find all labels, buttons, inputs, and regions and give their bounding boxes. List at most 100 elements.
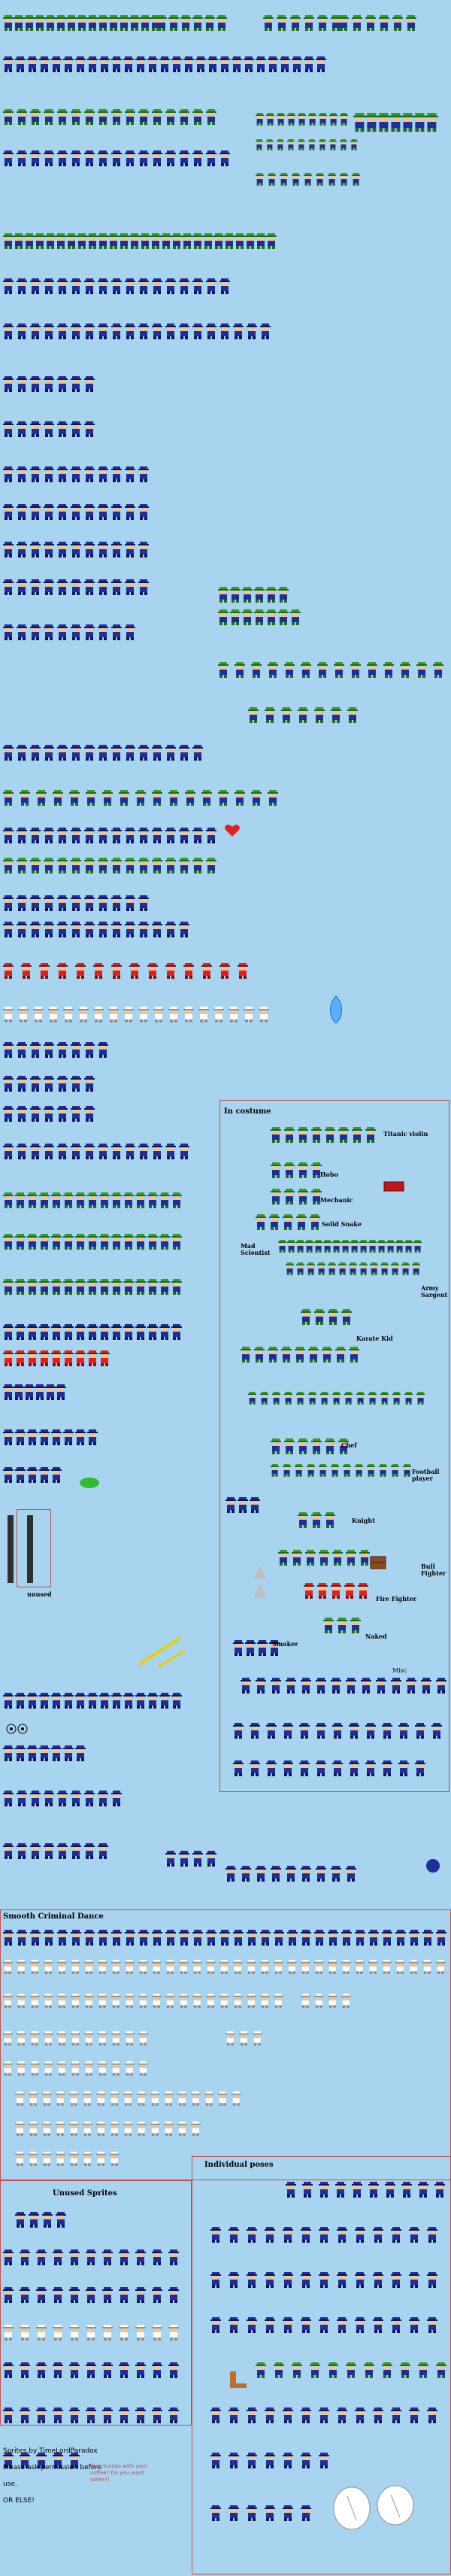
- shadow-luigi-sprite-icon: [71, 421, 81, 437]
- luigi-sprite-icon: [352, 15, 362, 31]
- red-sprite-icon: [201, 963, 212, 979]
- red-sprite-icon: [51, 1350, 62, 1366]
- shadow-luigi-sprite-icon: [63, 1693, 74, 1709]
- shadow-luigi-sprite-icon: [84, 1930, 95, 1946]
- luigi-sprite-icon: [380, 1392, 389, 1405]
- shadow-luigi-sprite-icon: [17, 324, 27, 339]
- shadow-luigi-sprite-icon: [98, 1042, 108, 1058]
- luigi-sprite-icon: [325, 1512, 335, 1528]
- white-sprite-icon: [98, 1994, 107, 2008]
- white-sprite-icon: [86, 2325, 96, 2341]
- luigi-sprite-icon: [284, 1438, 295, 1454]
- shadow-luigi-sprite-icon: [71, 828, 81, 843]
- shadow-luigi-sprite-icon: [427, 2227, 437, 2243]
- shadow-luigi-sprite-icon: [56, 2212, 66, 2228]
- luigi-sprite-icon: [433, 662, 443, 678]
- luigi-sprite-icon: [251, 790, 262, 806]
- shadow-luigi-sprite-icon: [3, 1930, 14, 1946]
- shadow-luigi-sprite-icon: [286, 1678, 296, 1694]
- shadow-luigi-sprite-icon: [391, 2317, 401, 2333]
- white-sprite-icon: [218, 2091, 228, 2106]
- luigi-sprite-icon: [171, 1234, 182, 1250]
- label-football-player: Football player: [412, 1468, 440, 1482]
- shadow-luigi-sprite-icon: [266, 1760, 277, 1776]
- shadow-luigi-sprite-icon: [316, 1678, 326, 1694]
- luigi-sprite-icon: [296, 1262, 305, 1275]
- shadow-luigi-sprite-icon: [179, 922, 189, 937]
- shadow-luigi-sprite-icon: [3, 745, 14, 761]
- shadow-luigi-sprite-icon: [98, 1144, 108, 1159]
- shadow-luigi-sprite-icon: [17, 922, 27, 937]
- label-solid-snake: Solid Snake: [322, 1220, 362, 1228]
- shadow-luigi-sprite-icon: [299, 1723, 310, 1739]
- shadow-luigi-sprite-icon: [15, 1745, 26, 1761]
- shadow-luigi-sprite-icon: [111, 745, 122, 761]
- luigi-sprite-icon: [365, 15, 376, 31]
- smooth-criminal-title: Smooth Criminal Dance: [3, 1912, 104, 1921]
- shadow-luigi-sprite-icon: [44, 466, 54, 482]
- shadow-luigi-sprite-icon: [138, 542, 149, 557]
- luigi-sprite-icon: [296, 1240, 305, 1253]
- shadow-luigi-sprite-icon: [30, 421, 41, 437]
- white-sprite-icon: [102, 2325, 113, 2341]
- luigi-sprite-icon: [271, 1162, 281, 1178]
- white-sprite-icon: [409, 1960, 419, 1974]
- luigi-sprite-icon: [284, 1127, 295, 1143]
- luigi-sprite-icon: [400, 2362, 410, 2378]
- shadow-luigi-sprite-icon: [102, 2249, 113, 2265]
- shadow-luigi-sprite-icon: [3, 1745, 14, 1761]
- luigi-sprite-icon: [292, 1550, 302, 1566]
- luigi-sprite-icon: [27, 1234, 38, 1250]
- shadow-luigi-sprite-icon: [84, 922, 95, 937]
- shadow-luigi-sprite-icon: [44, 745, 54, 761]
- luigi-sprite-icon: [325, 1438, 335, 1454]
- credits-text: Sprites by TimeLordParadox Please ask pe…: [3, 2439, 101, 2514]
- shadow-luigi-sprite-icon: [14, 1384, 24, 1400]
- shadow-luigi-sprite-icon: [229, 2317, 239, 2333]
- shadow-luigi-sprite-icon: [138, 1930, 149, 1946]
- shadow-luigi-sprite-icon: [316, 56, 326, 72]
- luigi-sprite-icon: [331, 15, 341, 31]
- white-sprite-icon: [125, 1994, 135, 2008]
- shadow-luigi-sprite-icon: [71, 1843, 81, 1859]
- toast-prop-icon: [230, 2371, 247, 2388]
- shadow-luigi-sprite-icon: [39, 56, 50, 72]
- shadow-luigi-sprite-icon: [135, 56, 146, 72]
- luigi-sprite-icon: [17, 109, 27, 125]
- shadow-luigi-sprite-icon: [247, 324, 257, 339]
- white-sprite-icon: [368, 1960, 378, 1974]
- luigi-sprite-icon: [328, 1309, 338, 1325]
- shadow-luigi-sprite-icon: [125, 745, 135, 761]
- label-chef: Chef: [341, 1441, 357, 1449]
- shadow-luigi-sprite-icon: [210, 2317, 221, 2333]
- red-sprite-icon: [99, 1350, 110, 1366]
- red-sprite-icon: [87, 1350, 98, 1366]
- luigi-sprite-icon: [14, 233, 24, 249]
- luigi-sprite-icon: [135, 1279, 146, 1295]
- luigi-sprite-icon: [111, 109, 122, 125]
- luigi-sprite-icon: [44, 109, 54, 125]
- luigi-sprite-icon: [171, 1192, 182, 1208]
- shadow-luigi-sprite-icon: [30, 150, 41, 166]
- shadow-luigi-sprite-icon: [206, 828, 216, 843]
- shadow-luigi-sprite-icon: [69, 2407, 80, 2423]
- individual-poses-title: Individual poses: [204, 2161, 274, 2169]
- shadow-luigi-sprite-icon: [135, 2362, 146, 2378]
- luigi-sprite-icon: [379, 1464, 388, 1477]
- luigi-sprite-icon: [75, 1192, 86, 1208]
- shadow-luigi-sprite-icon: [192, 745, 203, 761]
- white-sprite-icon: [110, 2091, 120, 2106]
- white-sprite-icon: [138, 1994, 148, 2008]
- shadow-luigi-sprite-icon: [57, 1042, 68, 1058]
- shadow-luigi-sprite-icon: [219, 324, 230, 339]
- shadow-luigi-sprite-icon: [233, 1760, 244, 1776]
- white-sprite-icon: [233, 1994, 243, 2008]
- shadow-luigi-sprite-icon: [57, 542, 68, 557]
- shadow-luigi-sprite-icon: [159, 1324, 170, 1340]
- shadow-luigi-sprite-icon: [17, 624, 27, 640]
- luigi-sprite-icon: [98, 15, 108, 31]
- white-sprite-icon: [69, 2091, 79, 2106]
- white-sprite-icon: [96, 2122, 106, 2136]
- shadow-luigi-sprite-icon: [195, 56, 206, 72]
- shadow-luigi-sprite-icon: [57, 466, 68, 482]
